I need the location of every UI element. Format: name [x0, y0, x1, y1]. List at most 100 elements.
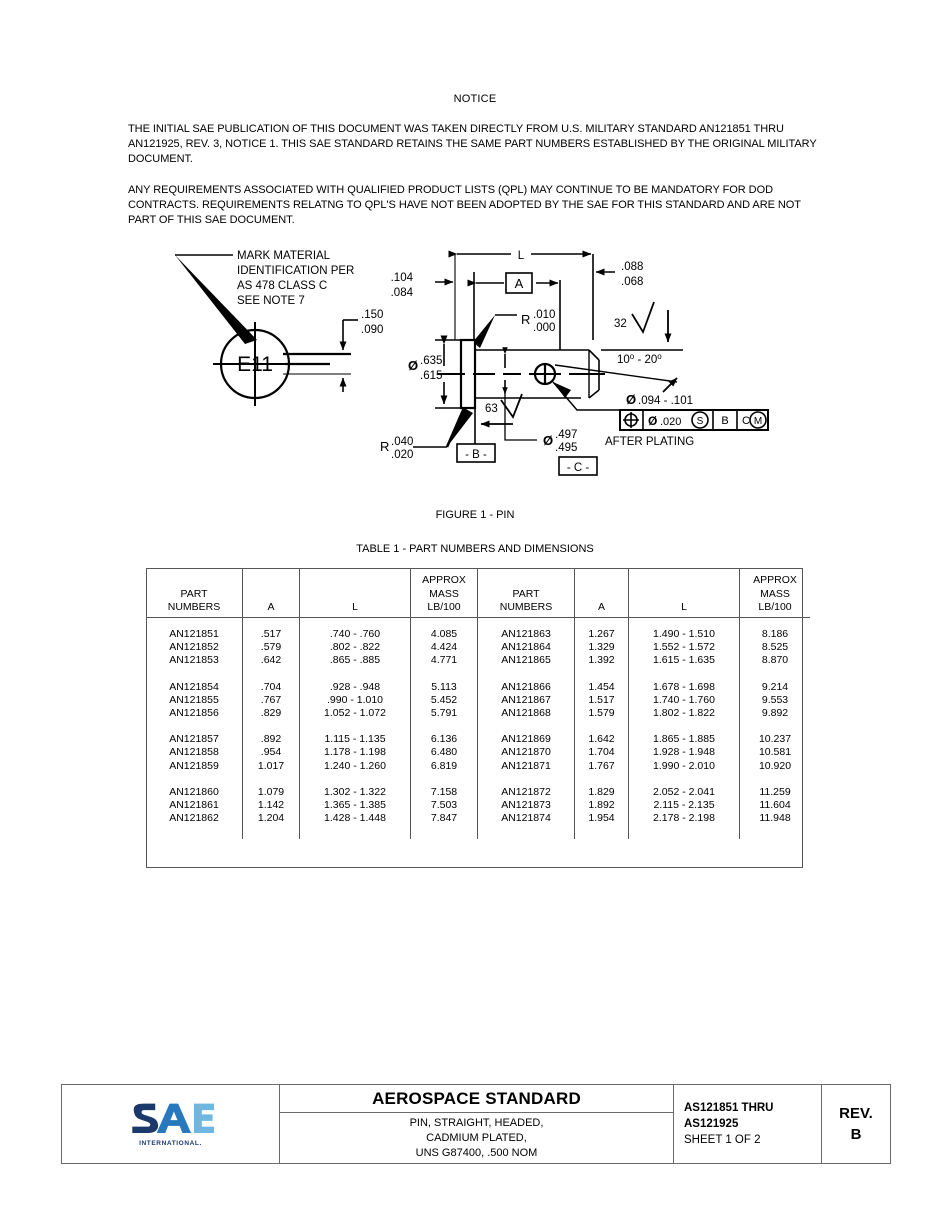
header-l-right: L [628, 568, 740, 618]
hole-diameter-value: .094 - .101 [638, 395, 693, 407]
standard-title: AEROSPACE STANDARD [280, 1085, 673, 1113]
table-group-spacer [146, 667, 811, 681]
cell-left-mass: 4.771 [410, 654, 478, 668]
radius-r1-min: .000 [533, 322, 555, 334]
cell-left-l: 1.052 - 1.072 [299, 707, 411, 721]
cell-right-part: AN121869 [477, 733, 575, 747]
cell-left-a: .829 [242, 707, 300, 721]
pad-cell [242, 617, 300, 628]
cell-left-l: .802 - .822 [299, 641, 411, 655]
surface-finish-63-value: 63 [485, 403, 498, 415]
cell-left-part: AN121856 [146, 707, 243, 721]
cell-left-part: AN121862 [146, 812, 243, 826]
cell-left-l: .990 - 1.010 [299, 693, 411, 708]
subtitle-line-1: PIN, STRAIGHT, HEADED, [409, 1116, 544, 1129]
cell-left-mass: 7.847 [410, 812, 478, 826]
datum-a-text: A [515, 276, 524, 291]
revision-label: REV. [839, 1105, 873, 1122]
hole-diameter-leader [552, 381, 620, 411]
spacer-cell [146, 667, 243, 681]
spacer-cell [410, 772, 478, 786]
cell-right-part: AN121863 [477, 628, 575, 642]
head-thickness-dimension [339, 319, 358, 392]
head-length-min: .084 [391, 287, 414, 299]
cell-right-l: 1.678 - 1.698 [628, 680, 740, 694]
title-block: INTERNATIONAL. AEROSPACE STANDARD PIN, S… [61, 1084, 891, 1164]
head-length-max: .104 [391, 272, 414, 284]
spacer-cell [477, 667, 575, 681]
cell-left-mass: 7.503 [410, 799, 478, 813]
surface-finish-32-value: 32 [614, 318, 627, 330]
cell-right-l: 2.115 - 2.135 [628, 799, 740, 813]
chamfer-max: .088 [621, 261, 643, 273]
cell-left-part: AN121851 [146, 628, 243, 642]
notice-paragraph-2: ANY REQUIREMENTS ASSOCIATED WITH QUALIFI… [128, 183, 801, 227]
revision-cell: REV. B [822, 1085, 890, 1163]
spacer-cell [410, 667, 478, 681]
cell-left-part: AN121854 [146, 680, 243, 694]
cell-right-l: 1.802 - 1.822 [628, 707, 740, 721]
cell-right-a: 1.392 [574, 654, 629, 668]
shank-end-chamfer-bottom [588, 389, 600, 399]
shank-diameter-max: .497 [555, 429, 577, 441]
cell-left-a: .954 [242, 746, 300, 760]
cell-left-l: .740 - .760 [299, 628, 411, 642]
cell-right-mass: 11.948 [759, 812, 791, 825]
spacer-cell [628, 772, 740, 786]
cell-left-part: AN121859 [146, 759, 243, 773]
cell-left-l: .865 - .885 [299, 654, 411, 668]
header-l2: MASS [760, 587, 790, 600]
cell-right-part: AN121874 [477, 812, 575, 826]
header-part-numbers-left: PART NUMBERS [146, 568, 243, 618]
pad-cell [740, 618, 811, 629]
spacer-cell [299, 772, 411, 786]
cell-left-part: AN121858 [146, 746, 243, 760]
cell-right-part: AN121871 [477, 759, 575, 773]
cell-right-mass: 11.259 [759, 785, 791, 798]
cell-right-a: 1.704 [574, 746, 629, 760]
angle-deg-1: o [630, 352, 635, 361]
cell-right-l: 1.552 - 1.572 [628, 641, 740, 655]
cell-right-l: 1.990 - 2.010 [628, 759, 740, 773]
spacer-cell [574, 720, 629, 734]
radius-r1-max: .010 [533, 309, 555, 321]
cell-right-part: AN121873 [477, 799, 575, 813]
sae-logo-icon [131, 1103, 214, 1133]
surface-finish-63-symbol [500, 393, 523, 419]
gdt-datum-ref-2: C [742, 415, 750, 427]
cell-left-part: AN121860 [146, 785, 243, 800]
cell-right-a: 1.642 [574, 733, 629, 747]
cell-left-l: 1.365 - 1.385 [299, 799, 411, 813]
angle-min: 10 [617, 354, 630, 366]
cell-right-l: 1.615 - 1.635 [628, 654, 740, 668]
cell-left-mass: 4.424 [410, 641, 478, 655]
header-mass-right: APPROX MASS LB/100 [739, 568, 810, 618]
length-dimension-L [448, 245, 592, 262]
header-l1: APPROX [422, 574, 466, 587]
cell-right-a: 1.767 [574, 759, 629, 773]
cell-right-mass: 8.870 [761, 654, 789, 667]
subtitle-line-2: CADMIUM PLATED, [426, 1131, 527, 1144]
doc-number-line-1: AS121851 THRU [684, 1102, 774, 1114]
cell-right-a: 1.892 [574, 799, 629, 813]
cell-right-part: AN121870 [477, 746, 575, 760]
pad-cell [410, 825, 478, 840]
spacer-cell [740, 668, 811, 681]
head-thickness-max: .150 [361, 309, 383, 321]
cell-right-l: 1.490 - 1.510 [628, 628, 740, 642]
cell-right-mass: 9.214 [761, 680, 789, 693]
radius-r2-leader [413, 407, 473, 448]
mark-note-line-1: MARK MATERIAL [237, 250, 331, 262]
pad-cell [477, 617, 575, 628]
header-l2: PART [512, 587, 540, 600]
cell-right-a: 1.267 [574, 628, 629, 642]
header-l2: MASS [429, 587, 459, 600]
radius-r1-symbol: R [521, 312, 530, 327]
header-l3: A [267, 600, 275, 613]
